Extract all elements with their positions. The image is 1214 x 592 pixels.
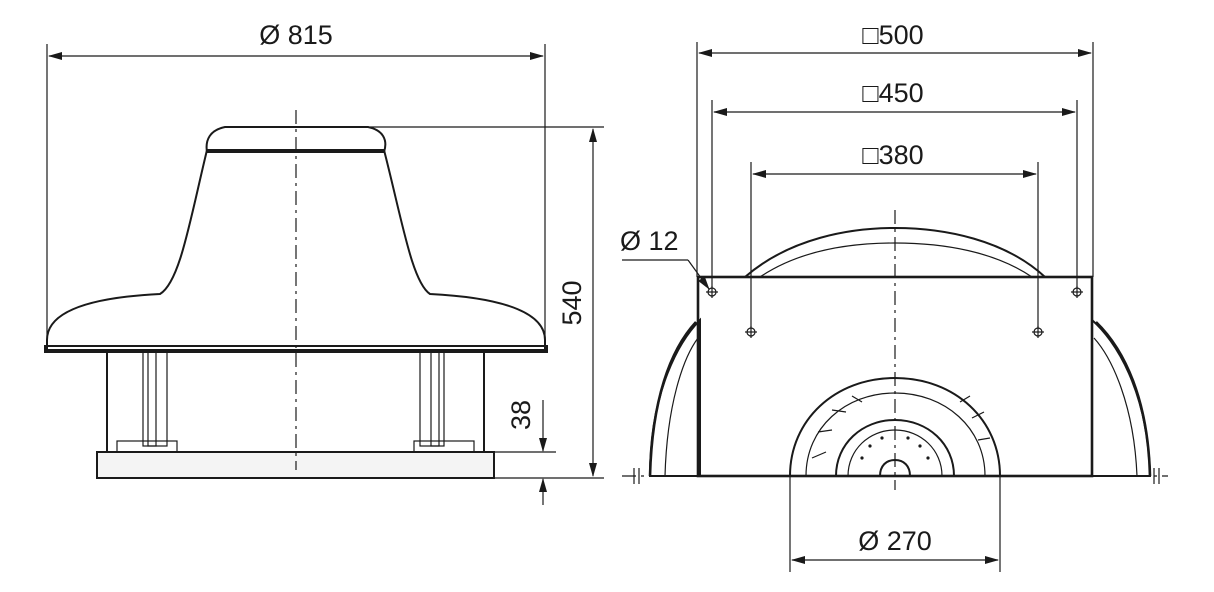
dim-label-38: 38 [506,400,536,430]
front-view: □500 □450 □380 Ø 12 Ø 270 [620,20,1168,572]
hub-bolts [860,436,930,460]
dim-label-12: Ø 12 [620,226,679,256]
dim-label-270: Ø 270 [858,526,932,556]
base-plate [96,451,495,479]
dim-label-815: Ø 815 [259,20,333,50]
dim-label-380: □380 [862,140,923,170]
dim-label-450: □450 [862,78,923,108]
side-view: Ø 815 540 38 [44,20,604,505]
top-dome [742,226,1048,278]
dim-label-500: □500 [862,20,923,50]
outer-housing [648,317,701,477]
impeller-blades [811,395,991,459]
top-cap [205,126,387,153]
support-rails [116,349,475,453]
dim-label-540: 540 [557,280,587,325]
